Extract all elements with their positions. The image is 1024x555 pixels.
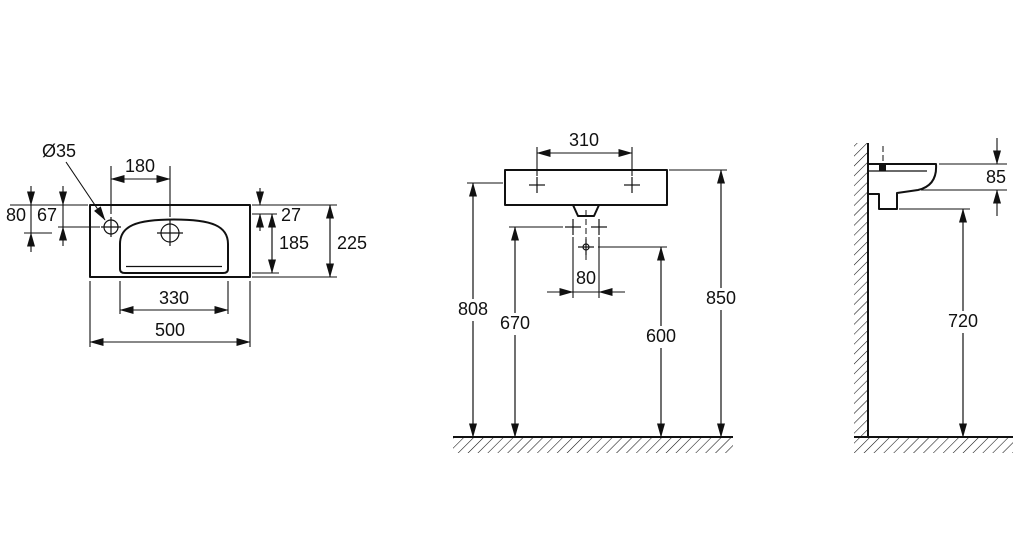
ground-side xyxy=(854,436,1013,453)
dim-600: 600 xyxy=(598,246,682,438)
dim-670: 670 xyxy=(494,226,563,438)
dim-label-67: 67 xyxy=(37,205,57,225)
dim-label-850: 850 xyxy=(706,288,736,308)
wall-fixing-hole-left xyxy=(565,219,581,235)
fixing-hole-left-top xyxy=(529,177,545,193)
tap-hole-section xyxy=(879,165,886,171)
dim-225: 225 xyxy=(252,204,367,278)
dim-label-600: 600 xyxy=(646,326,676,346)
side-view: 85 720 xyxy=(854,138,1013,453)
dim-label-225: 225 xyxy=(337,233,367,253)
dim-label-670: 670 xyxy=(500,313,530,333)
wall xyxy=(854,143,869,437)
dim-27: 27 xyxy=(252,188,337,231)
top-view: Ø35 180 80 67 xyxy=(6,141,367,347)
ground-front xyxy=(453,436,733,453)
dim-185: 185 xyxy=(252,213,309,274)
dim-label-330: 330 xyxy=(159,288,189,308)
dim-label-185: 185 xyxy=(279,233,309,253)
tap-hole xyxy=(101,217,121,237)
dim-85: 85 xyxy=(921,138,1007,216)
dim-label-500: 500 xyxy=(155,320,185,340)
dim-180: 180 xyxy=(110,156,171,217)
front-view: 310 80 808 670 xyxy=(452,130,742,453)
basin-front-outline xyxy=(504,169,668,206)
dim-label-85: 85 xyxy=(986,167,1006,187)
dim-label-80-top: 80 xyxy=(6,205,26,225)
dim-label-27: 27 xyxy=(281,205,301,225)
fixing-hole-right-top xyxy=(624,177,640,193)
dim-label-310: 310 xyxy=(569,130,599,150)
dim-label-80-holes: 80 xyxy=(576,268,596,288)
dim-label-808: 808 xyxy=(458,299,488,319)
dim-label-180: 180 xyxy=(125,156,155,176)
drain-hole xyxy=(157,220,183,246)
dim-310: 310 xyxy=(536,130,633,176)
wall-fixing-hole-right xyxy=(591,219,607,235)
dim-tap-hole-diameter: Ø35 xyxy=(42,141,106,221)
dim-67-left: 67 xyxy=(37,186,100,246)
dim-80-left: 80 xyxy=(6,186,88,252)
basin-side-outline xyxy=(867,163,938,210)
dim-330: 330 xyxy=(119,281,229,315)
dim-label-dia35: Ø35 xyxy=(42,141,76,161)
dim-808: 808 xyxy=(452,182,503,438)
bowl-outline xyxy=(119,218,229,274)
dim-500: 500 xyxy=(89,281,251,347)
dim-850: 850 xyxy=(669,169,742,438)
dim-label-720: 720 xyxy=(948,311,978,331)
drain-outlet-mark xyxy=(578,239,594,255)
dim-720: 720 xyxy=(899,208,984,438)
